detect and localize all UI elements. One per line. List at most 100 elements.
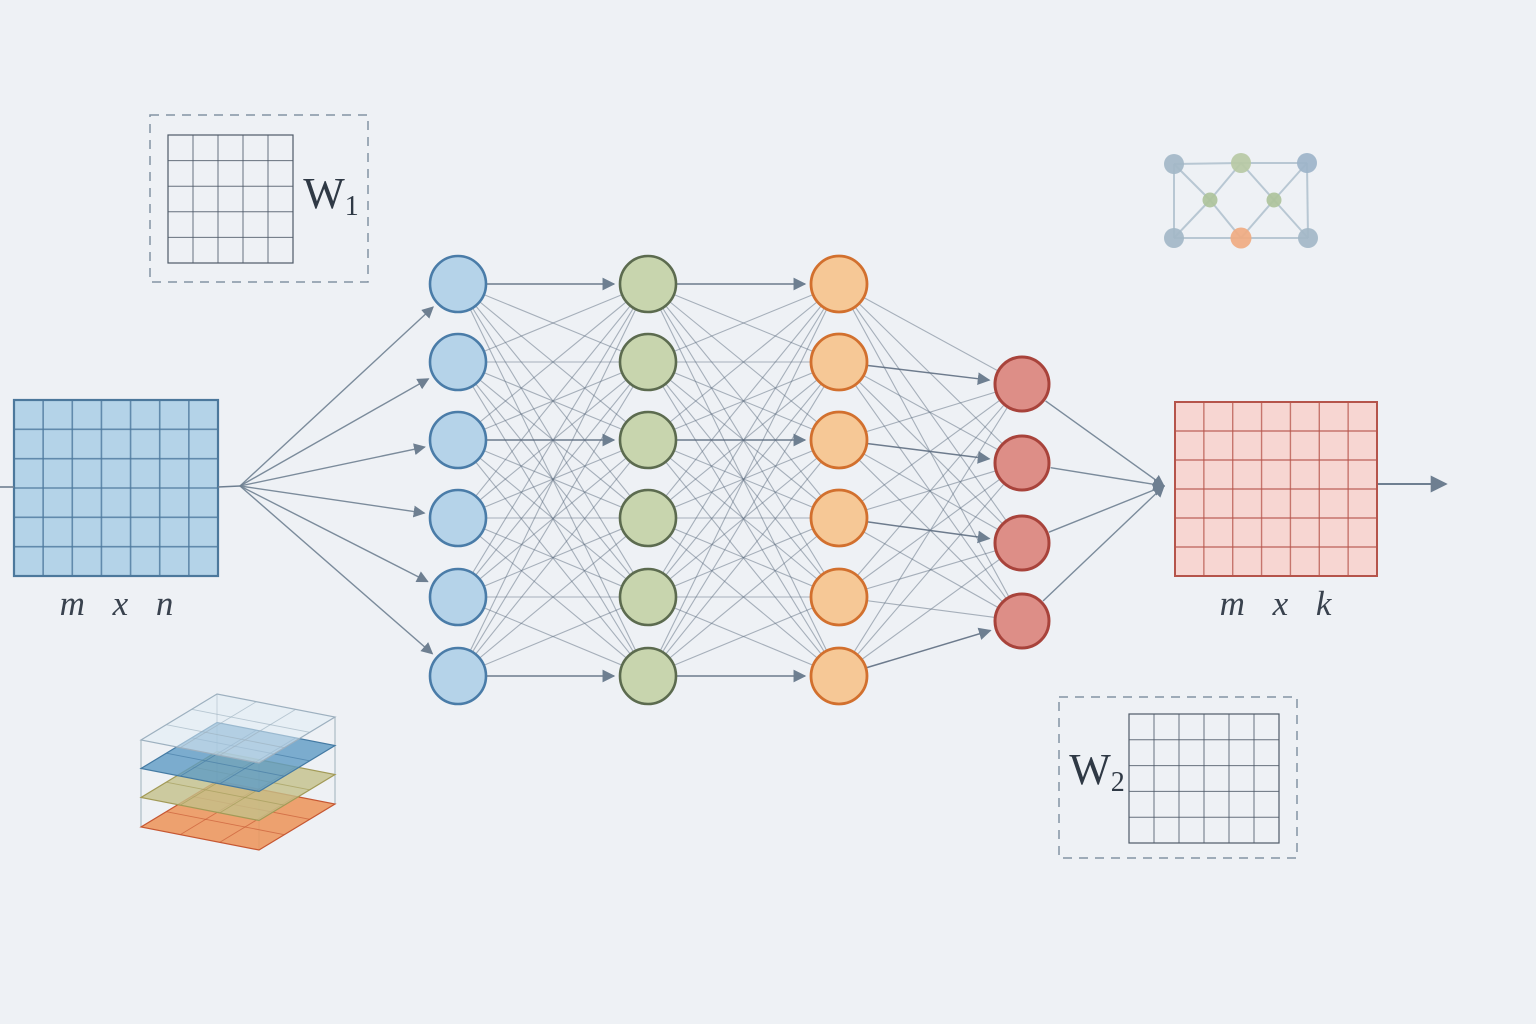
connection-line — [838, 283, 1023, 544]
layer-orange-node — [809, 567, 869, 627]
w2-label-base: W — [1069, 745, 1111, 794]
w2-weight-box — [1058, 696, 1298, 859]
motif-node — [1164, 154, 1184, 174]
layer-orange-node — [809, 332, 869, 392]
layer-orange-node — [809, 410, 869, 470]
stack-layer-gridline — [219, 708, 296, 756]
layer-orange-node — [809, 488, 869, 548]
output-matrix-label: m x k — [1219, 584, 1335, 623]
connection-line — [838, 383, 1023, 441]
connection-line — [838, 383, 1023, 519]
w1-label-subscript: 1 — [344, 191, 359, 222]
connection-line — [838, 383, 1023, 677]
connection-line — [457, 361, 649, 677]
connection-line — [457, 596, 649, 677]
w2-label-subscript: 2 — [1110, 767, 1125, 798]
connection-line — [838, 383, 1023, 598]
layer-red-node — [993, 514, 1051, 572]
motif-node — [1298, 228, 1318, 248]
output-converge-arrow — [1045, 400, 1165, 487]
stack-layer-gridline — [166, 724, 285, 749]
layer-green-node — [618, 254, 678, 314]
stack-layer-gridline — [166, 811, 285, 836]
connection-line — [838, 439, 1023, 544]
connection-line — [457, 517, 649, 677]
connection-line — [647, 361, 840, 677]
connection-line — [457, 283, 649, 363]
connection-line — [457, 283, 649, 598]
layer-green-node — [618, 332, 678, 392]
input-fan-arrow — [239, 485, 429, 583]
connection-arrow — [867, 364, 991, 386]
motif-node — [1266, 192, 1282, 208]
connection-line — [647, 283, 840, 363]
network-layer-green — [618, 254, 678, 706]
connection-line — [647, 283, 840, 519]
connections — [457, 277, 1166, 683]
input-fan-arrow — [239, 443, 426, 487]
w2-label: W2 — [1069, 744, 1125, 798]
stack-layer-gridline — [180, 701, 257, 749]
input-matrix — [12, 398, 220, 578]
connection-line — [647, 283, 840, 598]
w1-label-base: W — [303, 169, 345, 218]
layer-blue-node — [428, 488, 488, 548]
connection-line — [838, 462, 1023, 677]
connection-arrow — [866, 627, 992, 669]
connection-line — [647, 283, 840, 677]
connection-arrow — [867, 442, 991, 464]
input-fan-arrow — [239, 306, 434, 487]
connection-arrow — [867, 521, 991, 544]
output-matrix — [1174, 401, 1378, 577]
w2-weight-box-grid — [1128, 713, 1280, 844]
motif-node — [1231, 153, 1251, 173]
stack-layer-top-light — [139, 693, 337, 764]
motif-node — [1297, 153, 1317, 173]
network-layer-red — [993, 355, 1051, 650]
input-fan-arrow — [239, 485, 426, 518]
w1-weight-box-grid — [167, 134, 294, 264]
layer-blue-node — [428, 254, 488, 314]
stack-layer-gridline — [191, 708, 310, 733]
layer-orange-node — [809, 254, 869, 314]
layer-blue-node — [428, 410, 488, 470]
connection-line — [457, 439, 649, 677]
connection-line — [647, 517, 840, 677]
motif-edge — [1306, 162, 1309, 239]
network-layer-orange — [809, 254, 869, 706]
layer-red-node — [993, 355, 1051, 413]
layer-green-node — [618, 646, 678, 706]
output-converge-arrow — [1048, 484, 1166, 533]
input-fan-arrow — [239, 378, 430, 487]
motif-node — [1164, 228, 1184, 248]
graph-motif — [1164, 153, 1318, 249]
w1-weight-box-grid-outline — [167, 134, 294, 264]
stack-layer-gridline — [166, 752, 285, 777]
motif-edge — [1173, 162, 1242, 165]
w1-label: W1 — [303, 168, 359, 222]
motif-node — [1202, 192, 1218, 208]
flow-lines — [0, 306, 434, 655]
layer-blue-node — [428, 567, 488, 627]
layer-blue-node — [428, 646, 488, 706]
network-layer-blue — [428, 254, 488, 706]
motif-node — [1230, 227, 1252, 249]
input-fan-arrow — [239, 485, 434, 655]
layer-blue-node — [428, 332, 488, 392]
connection-line — [838, 283, 1023, 385]
layer-green-node — [618, 488, 678, 548]
w2-weight-box-border — [1058, 696, 1298, 859]
tensor-stack — [139, 693, 337, 851]
connection-line — [647, 439, 840, 677]
connection-line — [457, 283, 649, 519]
connection-line — [647, 596, 840, 677]
stack-layer-gridline — [166, 781, 285, 806]
input-matrix-label: m x n — [59, 584, 177, 623]
connection-line — [838, 542, 1023, 677]
connection-line — [457, 283, 649, 441]
layer-red-node — [993, 592, 1051, 650]
layer-green-node — [618, 410, 678, 470]
connection-line — [457, 283, 649, 677]
